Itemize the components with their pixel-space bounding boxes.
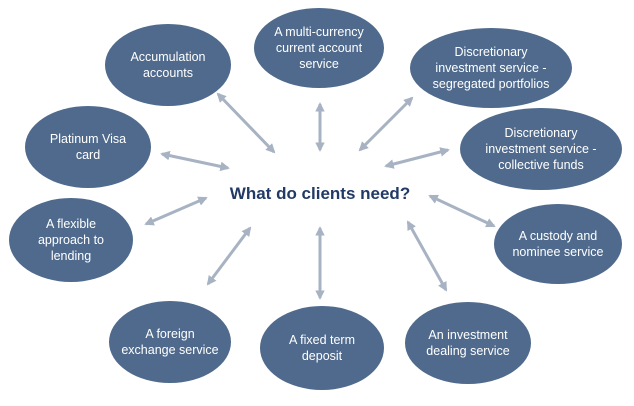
node-accumulation-accounts: Accumulation accounts (105, 24, 231, 106)
arrow-discretionary-collective (384, 147, 450, 169)
arrow-foreign-exchange (206, 226, 252, 286)
node-custody-nominee: A custody and nominee service (494, 204, 622, 284)
node-flexible-lending: A flexible approach to lending (9, 198, 133, 282)
arrow-accumulation-accounts (216, 92, 276, 154)
node-multi-currency: A multi-currency current account service (254, 8, 384, 88)
arrow-flexible-lending (144, 196, 208, 226)
node-platinum-visa: Platinum Visa card (25, 106, 151, 188)
arrow-discretionary-segregated (358, 96, 414, 152)
node-label-investment-dealing: An investment dealing service (426, 328, 510, 358)
node-label-foreign-exchange: A foreign exchange service (121, 327, 219, 357)
node-label-accumulation-accounts: Accumulation accounts (130, 50, 206, 80)
node-fixed-term-deposit: A fixed term deposit (260, 306, 384, 390)
arrow-custody-nominee (428, 194, 496, 228)
node-label-discretionary-segregated: Discretionary investment service - segre… (432, 45, 550, 91)
node-label-fixed-term-deposit: A fixed term deposit (289, 333, 355, 363)
arrow-investment-dealing (406, 220, 448, 292)
node-discretionary-collective: Discretionary investment service - colle… (460, 108, 622, 190)
node-label-platinum-visa: Platinum Visa card (49, 132, 127, 162)
node-foreign-exchange: A foreign exchange service (109, 301, 231, 383)
node-label-discretionary-collective: Discretionary investment service - colle… (485, 126, 597, 172)
node-label-multi-currency: A multi-currency current account service (274, 25, 364, 71)
arrow-platinum-visa (160, 150, 230, 172)
node-label-custody-nominee: A custody and nominee service (512, 229, 604, 259)
node-investment-dealing: An investment dealing service (405, 302, 531, 384)
node-discretionary-segregated: Discretionary investment service - segre… (410, 28, 572, 108)
center-question: What do clients need? (229, 184, 411, 203)
node-label-flexible-lending: A flexible approach to lending (37, 217, 105, 263)
